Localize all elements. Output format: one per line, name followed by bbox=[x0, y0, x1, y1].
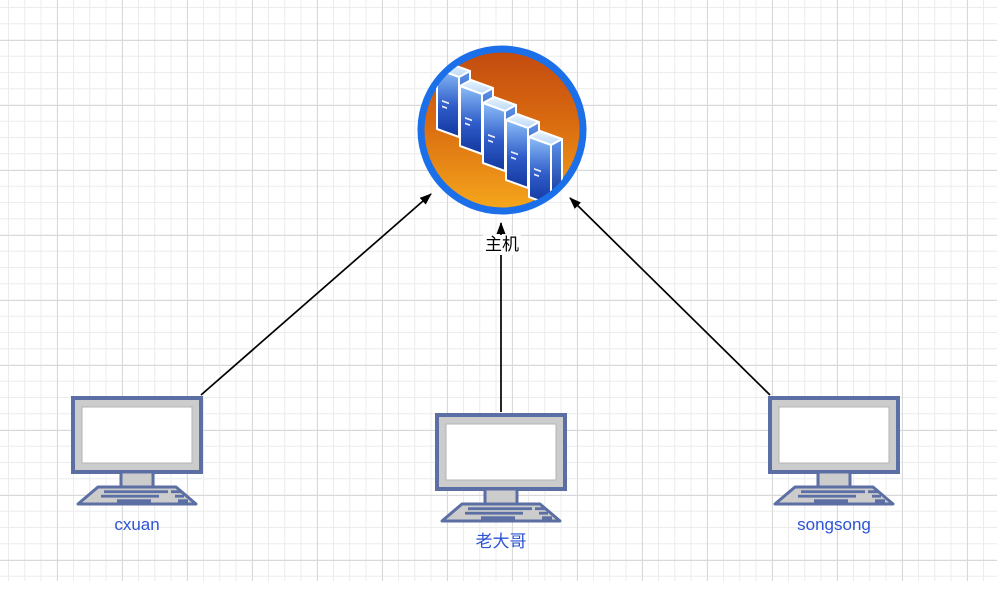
monitor-screen bbox=[778, 406, 890, 464]
monitor-screen bbox=[445, 423, 557, 481]
edge-cxuan-to-host[interactable] bbox=[200, 193, 432, 396]
computer-monitor-icon bbox=[435, 413, 567, 523]
computer-monitor-icon bbox=[71, 396, 203, 506]
keyboard-keys bbox=[798, 490, 885, 503]
client-node-laodage[interactable]: 老大哥 bbox=[435, 413, 567, 552]
client-node-cxuan[interactable]: cxuan bbox=[71, 396, 203, 535]
keyboard-keys bbox=[465, 507, 552, 520]
client-label-songsong[interactable]: songsong bbox=[797, 515, 871, 534]
client-node-songsong[interactable]: songsong bbox=[768, 396, 900, 535]
host-node[interactable] bbox=[415, 41, 589, 219]
server-farm-icon bbox=[417, 45, 587, 215]
client-label-cxuan[interactable]: cxuan bbox=[114, 515, 160, 534]
host-label[interactable]: 主机 bbox=[483, 235, 521, 255]
computer-monitor-icon bbox=[768, 396, 900, 506]
client-label-laodage[interactable]: 老大哥 bbox=[475, 532, 527, 551]
keyboard-keys bbox=[101, 490, 188, 503]
edge-songsong-to-host[interactable] bbox=[569, 197, 771, 396]
monitor-screen bbox=[81, 406, 193, 464]
